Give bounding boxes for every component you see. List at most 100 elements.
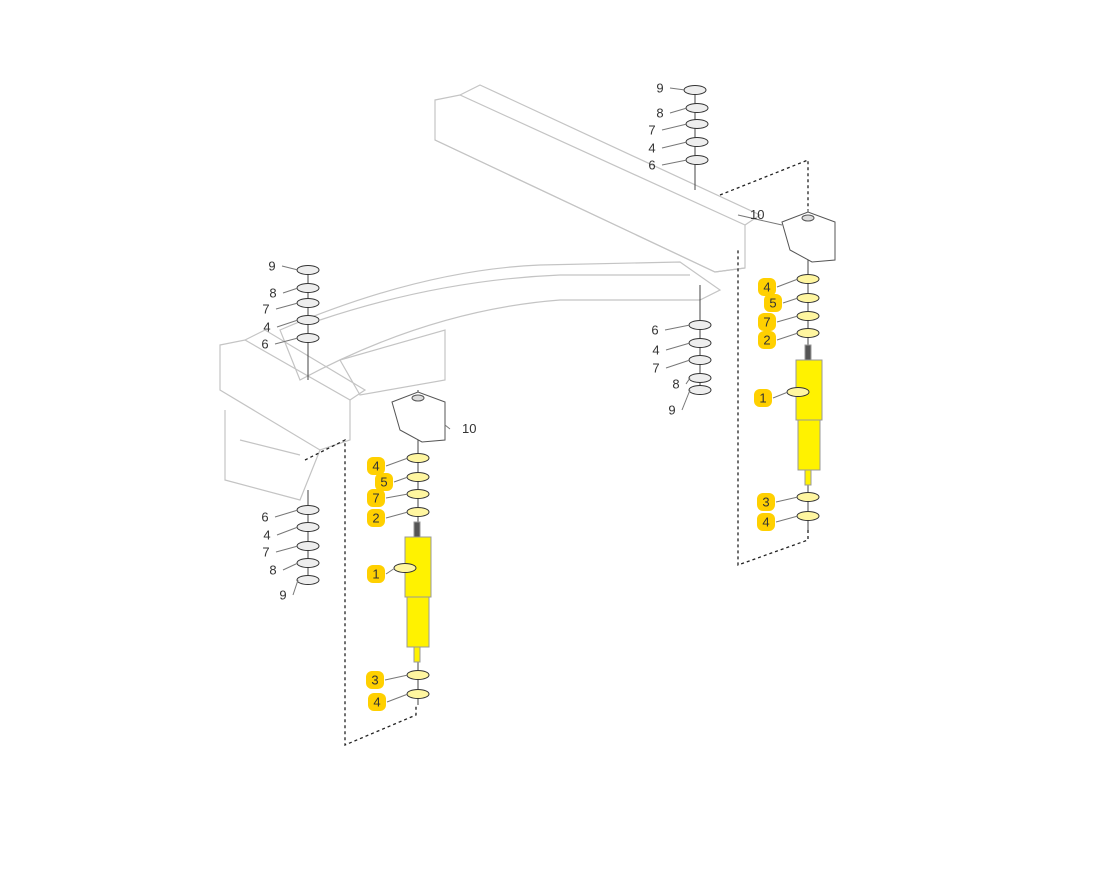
washer-part <box>685 137 709 147</box>
leader-line <box>782 297 799 304</box>
mount-bracket-left <box>391 391 446 443</box>
leader-line <box>276 319 299 328</box>
callout-number: 3 <box>762 495 769 510</box>
callout-highlight <box>758 313 776 331</box>
callout-number: 6 <box>261 337 268 352</box>
callout-mid-right-hardware: 4 <box>652 343 691 358</box>
callout-number: 4 <box>763 280 770 295</box>
callout-number: 4 <box>652 343 659 358</box>
leader-line <box>776 332 799 341</box>
leader-line <box>661 159 688 166</box>
callout-left-shock-callouts: 2 <box>367 509 409 527</box>
washer-part <box>796 492 820 502</box>
leader-line <box>385 493 409 499</box>
callout-mid-right-hardware: 7 <box>652 359 691 376</box>
callout-number: 8 <box>672 377 679 392</box>
washer-part <box>796 511 820 521</box>
washer-part <box>296 283 320 293</box>
washer-part <box>406 489 430 499</box>
leader-line <box>664 324 691 331</box>
callout-number: 9 <box>279 588 286 603</box>
callout-number: 9 <box>268 259 275 274</box>
callout-left-shock-callouts: 3 <box>366 671 409 689</box>
callout-right-shock-callouts: 5 <box>764 294 799 312</box>
leader-line <box>274 509 299 518</box>
callout-top-left-hardware: 6 <box>261 337 299 352</box>
washer-part <box>406 472 430 482</box>
leader-line <box>393 476 409 483</box>
callout-left-shock-callouts: 1 <box>367 565 396 583</box>
callout-highlight <box>764 294 782 312</box>
leader-line <box>384 674 409 681</box>
hardware-parts <box>296 85 820 699</box>
washer-part <box>688 373 712 383</box>
mount-bracket-right <box>781 211 836 263</box>
leader-line <box>385 511 409 519</box>
washer-part <box>296 265 320 275</box>
callout-bottom-left-hardware: 4 <box>263 526 299 543</box>
callout-left-shock-callouts: 4 <box>367 457 409 475</box>
callout-right-shock-callouts: 4 <box>757 513 799 531</box>
callout-number: 8 <box>269 563 276 578</box>
callout-number: 2 <box>372 511 379 526</box>
leader-line <box>776 278 799 288</box>
callout-top-left-hardware: 7 <box>262 302 299 317</box>
leader-line <box>661 123 688 131</box>
leader-line <box>775 515 799 523</box>
shock-absorber-right <box>795 344 823 486</box>
washer-part <box>685 155 709 165</box>
callout-number: 7 <box>652 361 659 376</box>
leader-line <box>385 457 409 467</box>
washer-part <box>688 320 712 330</box>
callout-top-left-hardware: 8 <box>269 286 299 301</box>
callout-highlight <box>758 278 776 296</box>
callout-right-shock-callouts: 7 <box>758 313 799 331</box>
callout-left-shock-callouts: 4 <box>368 693 409 711</box>
callout-highlight <box>368 693 386 711</box>
callout-bottom-left-hardware: 7 <box>262 545 299 560</box>
callout-number: 7 <box>262 302 269 317</box>
callout-number: 10 <box>750 207 764 222</box>
frame-structure <box>219 84 762 501</box>
leader-line <box>275 545 299 553</box>
washer-part <box>296 333 320 343</box>
callout-left-shock-callouts: 7 <box>367 489 409 507</box>
washer-part <box>688 385 712 395</box>
washer-part <box>796 328 820 338</box>
washer-part <box>406 689 430 699</box>
callout-top-right-hardware: 6 <box>648 158 688 173</box>
washer-part <box>296 505 320 515</box>
callout-highlight <box>367 489 385 507</box>
callout-number: 10 <box>462 421 476 436</box>
callout-highlight <box>367 509 385 527</box>
callout-highlight <box>367 457 385 475</box>
callout-number: 9 <box>656 81 663 96</box>
callout-bottom-left-hardware: 8 <box>269 562 299 578</box>
washer-part <box>406 507 430 517</box>
callout-number: 9 <box>668 403 675 418</box>
leader-line <box>282 562 299 571</box>
callout-top-right-hardware: 8 <box>656 106 688 121</box>
shock-absorber-left <box>404 521 432 663</box>
washer-part <box>796 293 820 303</box>
leader-line <box>737 214 783 226</box>
callout-number: 4 <box>263 528 270 543</box>
callout-highlight <box>367 565 385 583</box>
leader-line <box>669 107 688 114</box>
callout-highlight <box>754 389 772 407</box>
callout-number: 7 <box>763 315 770 330</box>
washer-part <box>406 453 430 463</box>
callout-number: 6 <box>648 158 655 173</box>
callout-number: 5 <box>769 296 776 311</box>
callout-top-left-hardware: 9 <box>268 259 299 274</box>
washer-part <box>296 298 320 308</box>
leader-line <box>661 141 688 149</box>
leader-line <box>444 424 451 430</box>
callout-number: 4 <box>762 515 769 530</box>
callout-top-right-hardware: 7 <box>648 123 688 138</box>
callout-number: 4 <box>263 320 270 335</box>
callout-number: 7 <box>262 545 269 560</box>
callout-number: 4 <box>373 695 380 710</box>
callout-number: 1 <box>372 567 379 582</box>
